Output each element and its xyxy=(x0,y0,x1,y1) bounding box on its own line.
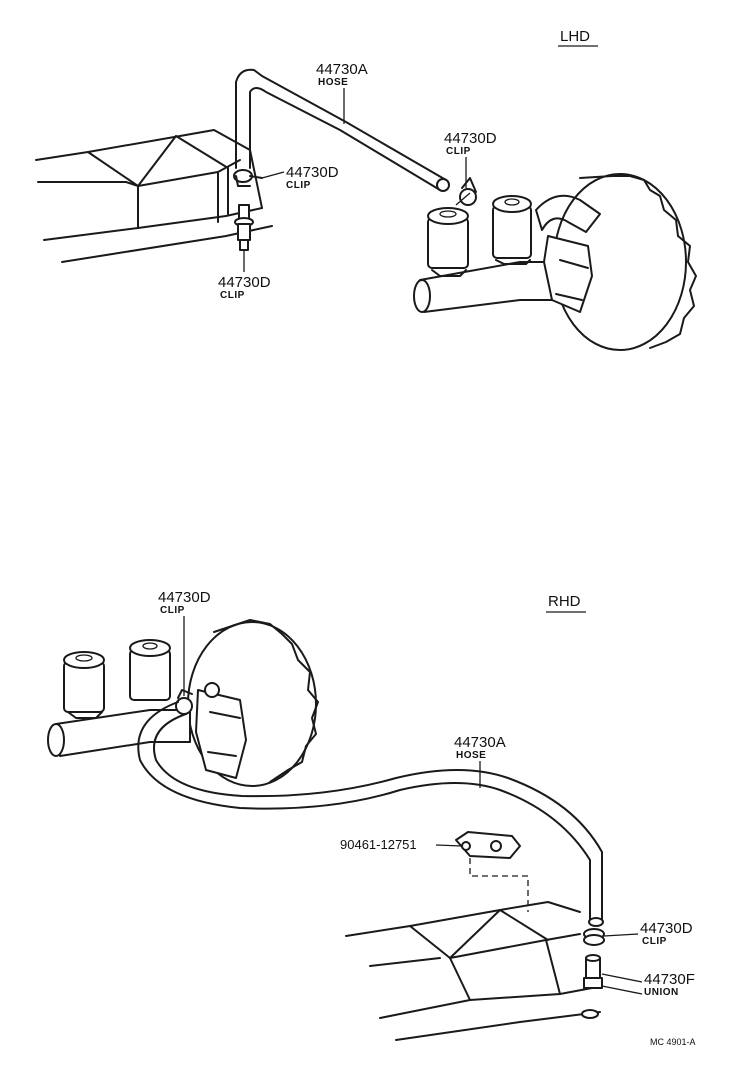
rhd-clip-lower-name: CLIP xyxy=(642,936,667,947)
lhd-hose-part-number: 44730A xyxy=(316,61,368,78)
rhd-engine-block xyxy=(345,901,601,1041)
lhd-lower-fitting xyxy=(234,204,254,251)
rhd-vacuum-hose xyxy=(137,701,604,927)
rhd-union-label: 44730F UNION xyxy=(601,971,695,998)
rhd-hose-part-number: 44730A xyxy=(454,734,506,751)
lhd-master-cylinder xyxy=(413,195,556,313)
rhd-union-part-number: 44730F xyxy=(644,971,695,988)
rhd-clip-booster-name: CLIP xyxy=(160,605,185,616)
rhd-clip-lower-label: 44730D CLIP xyxy=(603,920,693,947)
lhd-hose-end xyxy=(436,178,450,192)
rhd-union-fitting xyxy=(581,954,603,1019)
rhd-lower-clip xyxy=(583,928,605,946)
lhd-vacuum-hose xyxy=(235,68,450,192)
rhd-bracket-bolt-part-number: 90461-12751 xyxy=(340,837,417,852)
rhd-union-name: UNION xyxy=(644,987,679,998)
lhd-clip-booster-part-number: 44730D xyxy=(444,130,497,147)
lhd-clip-booster-label: 44730D CLIP xyxy=(444,130,497,188)
rhd-clip-booster-part-number: 44730D xyxy=(158,589,211,606)
lhd-clip-booster-name: CLIP xyxy=(446,146,471,157)
figure-reference: MC 4901-A xyxy=(650,1037,696,1047)
rhd-brake-booster xyxy=(187,619,319,787)
lhd-clip-lower-name: CLIP xyxy=(220,290,245,301)
rhd-clip-booster-label: 44730D CLIP xyxy=(158,589,211,696)
lhd-clip-lower-part-number: 44730D xyxy=(218,274,271,291)
lhd-brake-booster xyxy=(535,173,697,351)
rhd-title: RHD xyxy=(548,593,581,610)
rhd-clip-lower-part-number: 44730D xyxy=(640,920,693,937)
rhd-booster-clip xyxy=(175,689,193,715)
lhd-hose-label: 44730A HOSE xyxy=(316,61,368,124)
rhd-master-cylinder xyxy=(47,639,191,757)
lhd-clip-upper-label: 44730D CLIP xyxy=(261,164,339,191)
lhd-booster-clip xyxy=(455,177,477,206)
lhd-section: LHD xyxy=(35,28,697,351)
rhd-hose-bracket xyxy=(455,831,529,912)
rhd-hose-name: HOSE xyxy=(456,750,486,761)
lhd-clip-upper-name: CLIP xyxy=(286,180,311,191)
rhd-hose-label: 44730A HOSE xyxy=(454,734,506,788)
lhd-upper-clip xyxy=(233,169,263,187)
lhd-clip-upper-part-number: 44730D xyxy=(286,164,339,181)
lhd-clip-lower-label: 44730D CLIP xyxy=(218,250,271,301)
rhd-bracket-bolt-label: 90461-12751 xyxy=(340,837,463,852)
lhd-title: LHD xyxy=(560,28,590,45)
rhd-section: RHD xyxy=(47,589,696,1047)
lhd-hose-name: HOSE xyxy=(318,77,348,88)
